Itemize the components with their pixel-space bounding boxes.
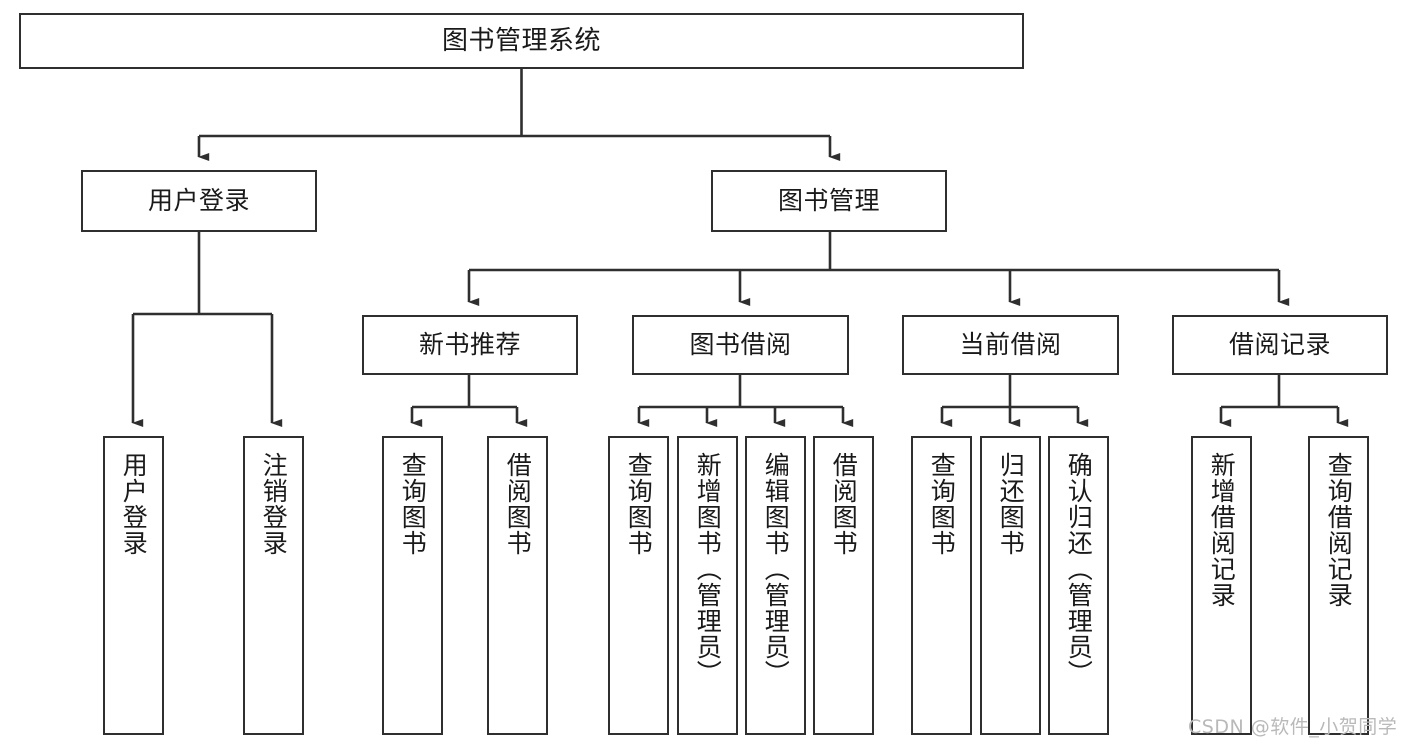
leaf-current-borrow-return-book[interactable]: 归还图书 — [980, 436, 1041, 735]
leaf-borrow-record-query-record[interactable]: 查询借阅记录 — [1308, 436, 1369, 735]
leaf-user-login-login[interactable]: 用户登录 — [103, 436, 164, 735]
node-label: 借阅图书 — [503, 452, 533, 556]
node-user-login[interactable]: 用户登录 — [81, 170, 317, 232]
node-label: 借阅记录 — [1228, 330, 1331, 360]
node-label: 图书管理系统 — [441, 25, 601, 56]
leaf-book-borrow-query-book[interactable]: 查询图书 — [608, 436, 669, 735]
node-label: 新增图书（管理员） — [693, 452, 723, 686]
leaf-book-borrow-borrow-book[interactable]: 借阅图书 — [813, 436, 874, 735]
leaf-borrow-record-add-record[interactable]: 新增借阅记录 — [1191, 436, 1252, 735]
leaf-user-login-logout[interactable]: 注销登录 — [243, 436, 304, 735]
node-book-borrow[interactable]: 图书借阅 — [632, 315, 849, 375]
node-label: 查询图书 — [624, 452, 654, 556]
leaf-current-borrow-confirm-return-admin[interactable]: 确认归还（管理员） — [1048, 436, 1109, 735]
leaf-new-book-borrow-book[interactable]: 借阅图书 — [487, 436, 548, 735]
node-label: 查询借阅记录 — [1324, 452, 1354, 608]
node-label: 注销登录 — [259, 452, 289, 556]
node-label: 用户登录 — [147, 186, 250, 216]
leaf-book-borrow-add-book-admin[interactable]: 新增图书（管理员） — [677, 436, 738, 735]
node-label: 当前借阅 — [959, 330, 1062, 360]
node-label: 新增借阅记录 — [1207, 452, 1237, 608]
node-label: 查询图书 — [398, 452, 428, 556]
node-label: 图书管理 — [777, 186, 880, 216]
node-label: 图书借阅 — [689, 330, 792, 360]
node-label: 新书推荐 — [418, 330, 521, 360]
leaf-current-borrow-query-book[interactable]: 查询图书 — [911, 436, 972, 735]
leaf-new-book-query-book[interactable]: 查询图书 — [382, 436, 443, 735]
csdn-watermark: CSDN @软件_小贺同学 — [1188, 716, 1398, 738]
node-label: 编辑图书（管理员） — [761, 452, 791, 686]
node-borrow-record[interactable]: 借阅记录 — [1172, 315, 1388, 375]
leaf-book-borrow-edit-book-admin[interactable]: 编辑图书（管理员） — [745, 436, 806, 735]
node-root-book-management-system[interactable]: 图书管理系统 — [19, 13, 1024, 69]
node-label: 确认归还（管理员） — [1064, 452, 1094, 686]
node-label: 查询图书 — [927, 452, 957, 556]
node-label: 归还图书 — [996, 452, 1026, 556]
node-book-management[interactable]: 图书管理 — [711, 170, 947, 232]
node-label: 借阅图书 — [829, 452, 859, 556]
node-label: 用户登录 — [119, 452, 149, 556]
node-new-book-recommend[interactable]: 新书推荐 — [362, 315, 578, 375]
node-current-borrow[interactable]: 当前借阅 — [902, 315, 1119, 375]
